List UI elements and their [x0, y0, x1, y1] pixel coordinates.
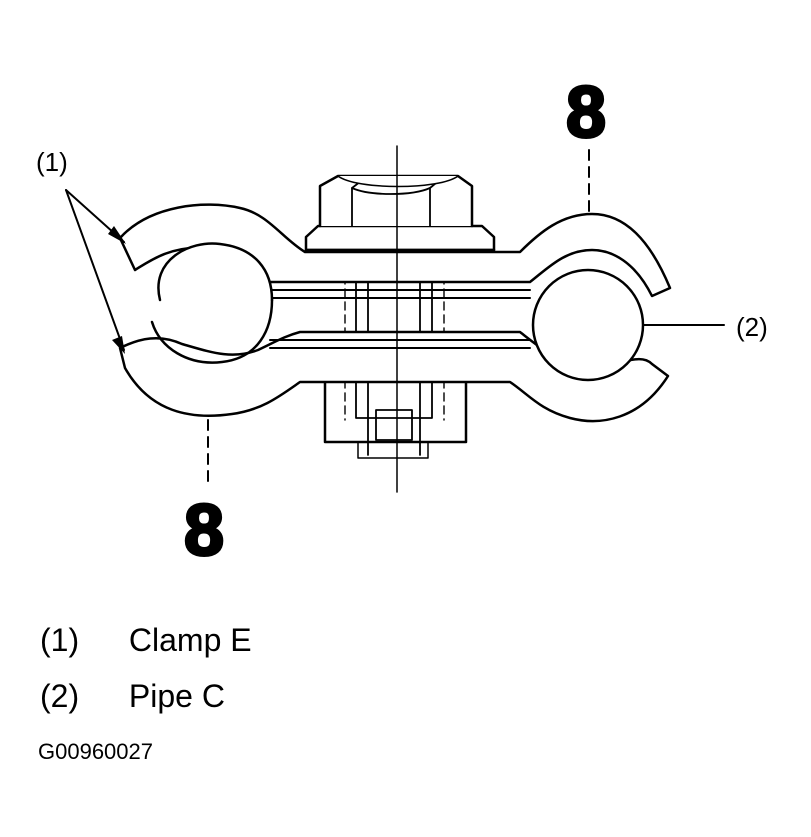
callout-1: (1) [36, 147, 68, 177]
clamp-channel [269, 289, 531, 349]
nut-block [323, 376, 468, 459]
leader-arrows [108, 226, 126, 354]
torque-mark-bottom: 8 [184, 491, 224, 571]
legend-text: Pipe C [128, 678, 225, 714]
clamp-diagram: (1) (2) 8 8 [36, 72, 768, 573]
figure-id: G00960027 [38, 739, 153, 764]
callout-2: (2) [736, 312, 768, 342]
legend-text: Clamp E [128, 622, 252, 658]
left-pipe [150, 242, 274, 364]
legend-item: (2) Pipe C [40, 678, 225, 715]
legend-number: (2) [40, 678, 80, 714]
torque-mark-top: 8 [566, 73, 606, 153]
pipe-c [531, 268, 645, 382]
bolt-head [304, 174, 496, 252]
legend-number: (1) [40, 622, 80, 658]
legend-item: (1) Clamp E [40, 622, 252, 659]
